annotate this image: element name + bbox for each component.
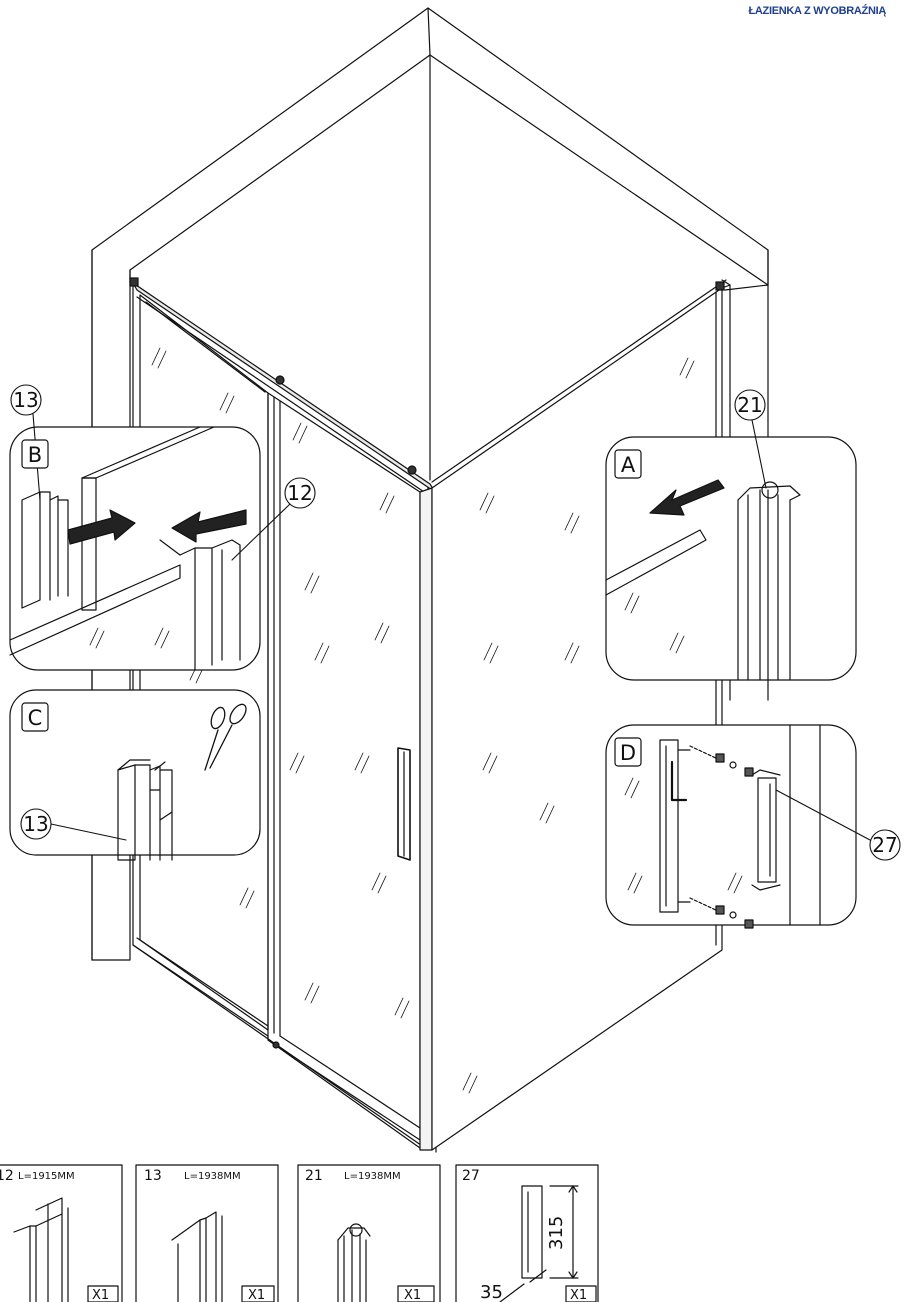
callout-label-12: 12 <box>287 481 312 505</box>
part-dim-width-27: 35 <box>480 1282 503 1302</box>
part-card-27 <box>455 1164 599 1302</box>
part-length-12: L=1915MM <box>18 1171 75 1182</box>
part-id-21: 21 <box>305 1168 323 1184</box>
shower-enclosure <box>129 277 731 1153</box>
part-qty-12: X1 <box>92 1288 109 1302</box>
part-card-21 <box>297 1164 441 1302</box>
part-length-21: L=1938MM <box>344 1171 401 1182</box>
part-qty-27: X1 <box>570 1288 587 1302</box>
callout-labels: 13 12 21 13 27 <box>13 388 897 857</box>
callout-label-13-c: 13 <box>23 812 48 836</box>
part-id-12: 12 <box>0 1168 14 1184</box>
callouts <box>10 384 901 861</box>
part-qty-21: X1 <box>404 1288 421 1302</box>
part-card-12 <box>0 1164 123 1302</box>
part-qty-13: X1 <box>248 1288 265 1302</box>
parts-labels: 12 L=1915MM X1 13 L=1938MM X1 21 L=1938M… <box>0 1168 587 1302</box>
part-dim-height-27: 315 <box>546 1216 567 1250</box>
part-card-13 <box>135 1164 279 1302</box>
callout-label-21: 21 <box>737 393 762 417</box>
part-id-13: 13 <box>144 1168 162 1184</box>
brand-logo-text: ŁAZIENKA Z WYOBRAŹNIĄ <box>748 5 886 17</box>
glass-hatching <box>151 347 695 1094</box>
part-id-27: 27 <box>462 1168 480 1184</box>
detail-b <box>9 426 261 671</box>
detail-d <box>605 724 857 929</box>
detail-label-a: A <box>621 453 636 477</box>
detail-letters <box>21 439 642 767</box>
parts-list <box>0 1164 599 1302</box>
detail-a <box>605 436 857 681</box>
callout-label-27: 27 <box>872 833 897 857</box>
callout-label-13-b: 13 <box>13 388 38 412</box>
part-length-13: L=1938MM <box>184 1171 241 1182</box>
detail-label-d: D <box>620 741 636 765</box>
scissors-icon <box>204 703 247 771</box>
detail-c <box>9 689 261 861</box>
detail-label-c: C <box>28 706 43 730</box>
detail-label-b: B <box>28 443 42 467</box>
